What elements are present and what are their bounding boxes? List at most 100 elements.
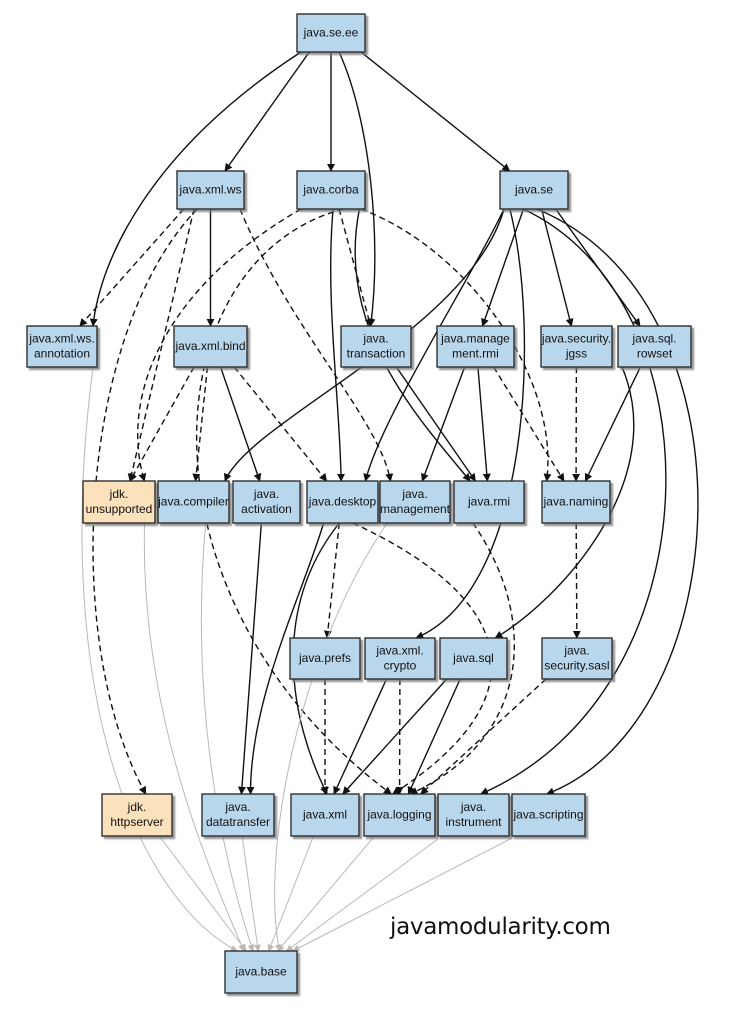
edge-java.compiler-to-java.base: [200, 522, 255, 952]
node-label: java.naming: [543, 495, 609, 509]
edge-java.management.rmi-to-java.management: [421, 366, 466, 482]
node-label: jgss: [565, 347, 587, 361]
node-box: [306, 480, 379, 524]
node-java.xml.ws: java.xml.ws: [176, 170, 245, 210]
edge-java.sql.rowset-to-java.sql: [494, 366, 635, 639]
node-box: [201, 793, 275, 837]
node-box: [82, 480, 156, 524]
node-label: transaction: [347, 347, 406, 361]
node-box: [232, 480, 301, 524]
node-label: httpserver: [110, 815, 163, 829]
edge-java.se-to-java.security.jgss: [540, 208, 574, 327]
node-box: [511, 793, 586, 837]
node-label: java.se: [514, 183, 553, 197]
node-box: [617, 325, 692, 368]
node-box: [499, 170, 569, 210]
edge-java.management.rmi-to-java.rmi: [477, 366, 491, 482]
edge-java.logging-to-java.base: [277, 835, 375, 952]
edge-java.xml.ws.annotation-to-java.base: [81, 366, 238, 952]
node-java.management.rmi: java.management.rmi: [436, 325, 515, 368]
node-label: java.manage: [440, 332, 510, 346]
node-label: java.xml.ws.: [28, 332, 94, 346]
node-label: jdk.: [109, 487, 129, 501]
edge-java.xml.bind-to-java.activation: [219, 366, 262, 482]
node-label: java.xml.bind: [174, 339, 245, 353]
edge-java.xml.ws-to-java.xml.ws.annotation: [79, 208, 185, 327]
node-java.scripting: java.scripting: [511, 793, 586, 837]
node-java.xml.ws.annotation: java.xml.ws.annotation: [26, 325, 98, 368]
node-java.desktop: java.desktop: [306, 480, 379, 524]
node-box: [289, 637, 361, 680]
node-java.transaction: java.transaction: [340, 325, 412, 368]
site-watermark: javamodularity.com: [390, 914, 611, 940]
dependency-edges: [79, 51, 699, 952]
node-java.prefs: java.prefs: [289, 637, 361, 680]
edge-java.xml-to-java.base: [267, 835, 314, 952]
node-java.sql.rowset: java.sql.rowset: [617, 325, 692, 368]
edge-java.se-to-java.scripting: [536, 208, 699, 796]
node-jdk.httpserver: jdk.httpserver: [101, 793, 173, 837]
node-label: instrument: [445, 815, 502, 829]
node-label: ment.rmi: [452, 347, 499, 361]
node-box: [101, 793, 173, 837]
node-label: rowset: [637, 347, 673, 361]
node-label: java.logging: [366, 808, 431, 822]
edge-java.xml.bind-to-jdk.unsupported: [129, 366, 195, 482]
edge-java.corba-to-java.transaction: [338, 208, 373, 327]
node-box: [437, 793, 510, 837]
edge-java.sql-to-java.xml: [342, 678, 448, 795]
edge-java.sql-to-java.logging: [407, 678, 461, 795]
node-label: java.sql: [452, 651, 494, 665]
node-box: [157, 480, 230, 524]
edge-java.xml.ws-to-jdk.unsupported: [127, 208, 195, 482]
node-label: java.rmi: [467, 495, 510, 509]
node-box: [296, 13, 366, 53]
edge-java.xml.bind-to-java.compiler: [192, 366, 209, 482]
node-java.security.jgss: java.security.jgss: [540, 325, 613, 368]
node-java.instrument: java.instrument: [437, 793, 510, 837]
node-label: java.se.ee: [303, 26, 359, 40]
node-box: [541, 480, 611, 524]
node-java.management: java.management: [379, 480, 451, 524]
node-box: [224, 950, 298, 994]
node-java.naming: java.naming: [541, 480, 611, 524]
edge-jdk.httpserver-to-java.base: [158, 835, 247, 952]
node-label: annotation: [34, 347, 90, 361]
node-label: management: [380, 502, 451, 516]
edge-java.activation-to-java.datatransfer: [237, 522, 263, 795]
node-box: [453, 480, 525, 524]
node-label: java.: [224, 800, 250, 814]
node-label: java.: [563, 644, 589, 658]
edge-java.se-to-java.instrument: [480, 208, 667, 795]
edge-java.corba-to-java.desktop: [330, 208, 346, 482]
node-label: java.xml.ws: [178, 183, 241, 197]
node-label: java.: [460, 800, 486, 814]
edge-java.xml.ws-to-java.management: [239, 208, 394, 482]
edge-java.xml.bind-to-java.desktop: [233, 366, 328, 482]
node-box: [364, 637, 436, 680]
node-java.datatransfer: java.datatransfer: [201, 793, 275, 837]
edge-java.se-to-java.management.rmi: [481, 208, 525, 327]
edge-java.datatransfer-to-java.base: [241, 835, 261, 952]
node-label: activation: [241, 502, 292, 516]
node-label: java.: [253, 487, 279, 501]
node-label: java.base: [234, 965, 287, 979]
node-label: datatransfer: [206, 815, 270, 829]
edge-java.desktop-to-java.prefs: [323, 522, 341, 639]
edge-java.corba-to-java.naming: [360, 208, 552, 482]
edge-java.management-to-java.base: [274, 522, 388, 952]
node-box: [26, 325, 98, 368]
edge-java.instrument-to-java.base: [285, 835, 443, 952]
node-box: [363, 793, 436, 837]
edge-jdk.unsupported-to-java.base: [143, 522, 245, 952]
edge-java.se.ee-to-java.transaction: [338, 51, 376, 327]
node-label: java.: [362, 332, 388, 346]
node-java.activation: java.activation: [232, 480, 301, 524]
node-java.compiler: java.compiler: [157, 480, 230, 524]
node-java.security.sasl: java.security.sasl: [541, 637, 613, 680]
node-label: java.prefs: [298, 651, 351, 665]
edge-java.desktop-to-java.datatransfer: [246, 522, 325, 795]
node-box: [379, 480, 451, 524]
